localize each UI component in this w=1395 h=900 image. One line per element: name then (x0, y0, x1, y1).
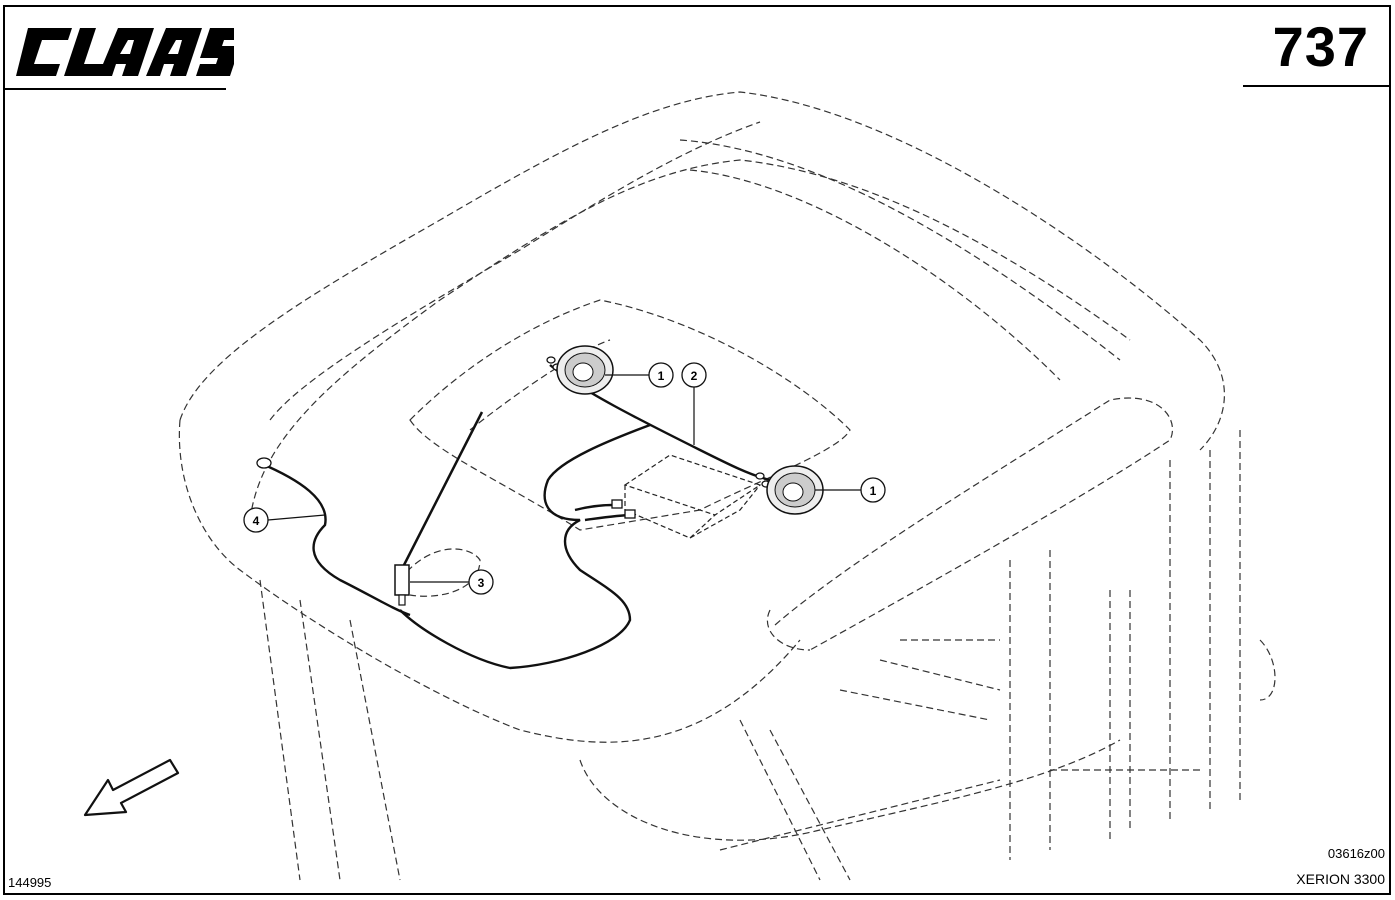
image-number: 144995 (8, 875, 52, 890)
page-number: 737 (1272, 15, 1369, 78)
callout-1a: 1 (648, 362, 674, 388)
direction-arrow-icon (83, 758, 180, 817)
speaker-right (766, 465, 824, 515)
claas-logo (16, 28, 234, 76)
svg-text:1: 1 (870, 484, 877, 498)
model-name: XERION 3300 (1296, 871, 1385, 887)
svg-text:2: 2 (691, 369, 698, 383)
control-box (623, 454, 762, 539)
svg-text:1: 1 (658, 369, 665, 383)
callout-3: 3 (468, 569, 494, 595)
callout-1b: 1 (860, 477, 886, 503)
drawing-id: 03616z00 (1327, 846, 1385, 861)
speaker-left (556, 345, 614, 395)
antenna (394, 411, 484, 606)
callout-4: 4 (243, 507, 269, 533)
svg-text:4: 4 (253, 514, 260, 528)
logo-rule (4, 88, 226, 90)
roof-outline (178, 91, 1276, 881)
leader-lines (267, 374, 861, 583)
page-number-rule (1243, 85, 1389, 87)
callout-2: 2 (681, 362, 707, 388)
svg-text:3: 3 (478, 576, 485, 590)
page-frame (3, 5, 1391, 895)
